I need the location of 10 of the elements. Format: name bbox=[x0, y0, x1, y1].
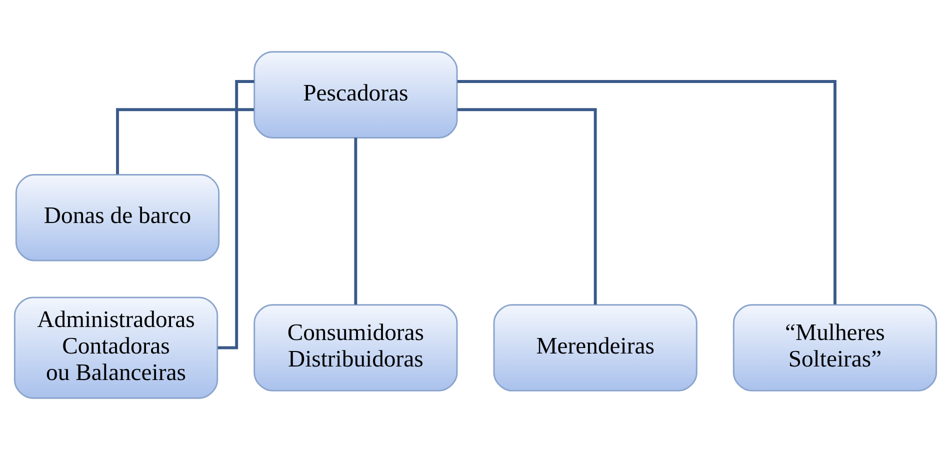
connector bbox=[457, 108, 597, 305]
node-box: Administradoras Contadoras ou Balanceiras bbox=[14, 296, 218, 399]
node-box: Merendeiras bbox=[493, 304, 698, 392]
node-box: Consumidoras Distribuidoras bbox=[254, 304, 458, 392]
connector bbox=[457, 80, 836, 304]
connector bbox=[116, 108, 254, 174]
connector bbox=[354, 138, 358, 305]
node-box: “Mulheres Solteiras” bbox=[732, 304, 938, 392]
node-box: Pescadoras bbox=[254, 51, 458, 138]
node-box: Donas de barco bbox=[15, 174, 220, 262]
